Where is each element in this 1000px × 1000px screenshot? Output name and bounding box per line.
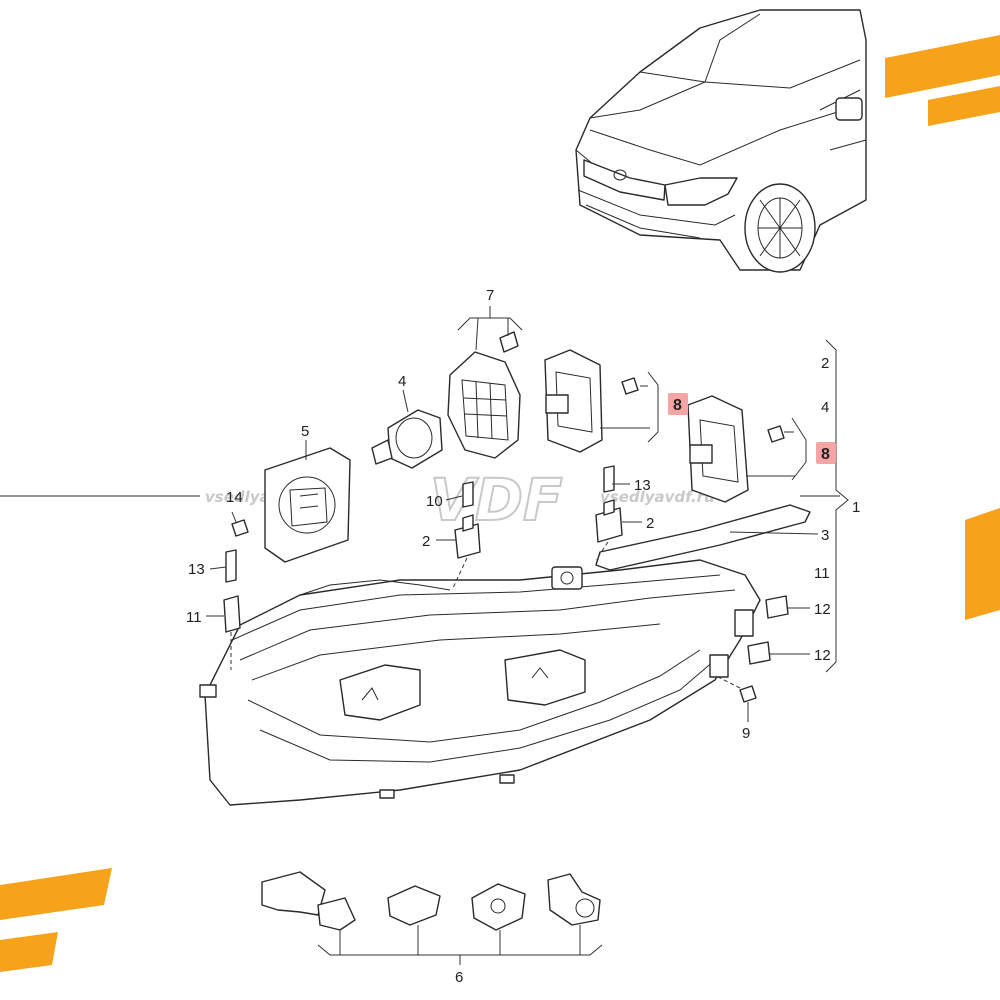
car-front-illustration — [575, 9, 867, 273]
accent-stripe-top-right-2 — [928, 86, 1000, 126]
accent-stripe-bottom-left-1 — [0, 868, 112, 920]
watermark: vsedlyavdf.ru vsedlyavdf.ru VDF — [0, 465, 840, 535]
highlight-badge-8-left — [668, 393, 688, 415]
part-6-brackets — [261, 871, 601, 931]
highlight-badge-8-right — [816, 442, 836, 464]
accent-stripes — [0, 35, 1000, 972]
leader-lines — [206, 306, 849, 965]
callout-12-top: 12 — [814, 601, 831, 618]
callout-11-right: 11 — [814, 565, 830, 582]
part-8-control-unit-right — [687, 395, 749, 503]
headlight-housing — [199, 559, 761, 806]
part-3-bracket — [595, 504, 811, 571]
fasteners — [223, 331, 789, 703]
callout-7: 7 — [486, 287, 494, 304]
callout-9: 9 — [742, 725, 750, 742]
callout-5: 5 — [301, 423, 309, 440]
watermark-right-text: vsedlyavdf.ru — [600, 488, 715, 506]
callout-2-top-right: 2 — [821, 355, 829, 372]
callout-1: 1 — [852, 499, 860, 516]
callout-13-right: 13 — [634, 477, 651, 494]
callout-13-left: 13 — [188, 561, 205, 578]
part-4-actuator — [371, 409, 443, 469]
part-7-cover — [447, 351, 521, 459]
callout-2-right: 2 — [646, 515, 654, 532]
callout-8-left: 8 — [673, 397, 682, 414]
callout-labels: 7 4 5 8 8 2 4 1 3 11 12 12 9 13 2 10 2 1… — [186, 287, 860, 986]
part-5-module — [264, 447, 351, 563]
callout-4: 4 — [398, 373, 406, 390]
callout-6: 6 — [455, 969, 463, 986]
callout-2-left: 2 — [422, 533, 430, 550]
callout-11-left: 11 — [186, 609, 202, 626]
part-8-control-unit-left — [544, 349, 603, 453]
part-2-mount-left — [454, 514, 481, 559]
accent-stripe-bottom-left-2 — [0, 932, 58, 972]
callout-12-bottom: 12 — [814, 647, 831, 664]
watermark-logo: VDF — [430, 466, 563, 534]
callout-4-right: 4 — [821, 399, 829, 416]
callout-14: 14 — [226, 489, 243, 506]
callout-8-right: 8 — [821, 446, 830, 463]
callout-10: 10 — [426, 493, 443, 510]
callout-3: 3 — [821, 527, 829, 544]
accent-stripe-mid-right — [965, 508, 1000, 620]
part-2-mount-right — [595, 499, 623, 543]
accent-stripe-top-right-1 — [885, 35, 1000, 98]
